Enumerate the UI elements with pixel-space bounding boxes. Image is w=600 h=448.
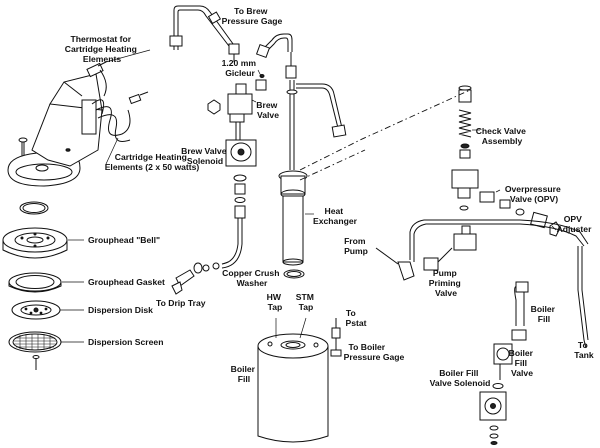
label-boiler-fill-solenoid: Boiler Fill Valve Solenoid	[430, 368, 491, 388]
label-to-drip-tray: To Drip Tray	[156, 298, 206, 308]
label-stm-tap: STM Tap	[296, 292, 317, 312]
label-boiler-fill-left: Boiler Fill	[231, 364, 258, 384]
brew-valve-assembly	[169, 5, 297, 295]
label-cartridge-heating: Cartridge Heating Elements (2 x 50 watts…	[105, 152, 200, 172]
label-pump-priming: Pump Priming Valve	[429, 268, 463, 298]
pump-priming-valve	[375, 219, 589, 349]
connector-lines	[299, 89, 471, 181]
label-grouphead-gasket: Grouphead Gasket	[88, 277, 165, 287]
label-boiler-fill-right: Boiler Fill	[531, 304, 558, 324]
label-to-pstat: To Pstat	[345, 308, 366, 328]
labels: Thermostat for Cartridge Heating Element…	[65, 6, 594, 388]
label-grouphead-bell: Grouphead "Bell"	[88, 235, 160, 245]
label-hw-tap: HW Tap	[267, 292, 284, 312]
label-check-valve: Check Valve Assembly	[476, 126, 529, 146]
label-to-brew-gage: To Brew Pressure Gage	[222, 6, 283, 26]
label-brew-solenoid: Brew Valve Solenoid	[181, 146, 229, 166]
label-copper-washer: Copper Crush Washer	[222, 268, 282, 288]
label-opv-adjuster: OPV Adjuster	[557, 214, 593, 234]
label-boiler-fill-valve: Boiler Fill Valve	[509, 348, 536, 378]
label-dispersion-screen: Dispersion Screen	[88, 337, 163, 347]
heat-exchanger	[278, 80, 347, 279]
label-gicleur: 1.20 mm Gicleur	[222, 58, 259, 78]
label-heat-exchanger: Heat Exchanger	[313, 206, 358, 226]
label-to-boiler-gage: To Boiler Pressure Gage	[344, 342, 405, 362]
check-valve-assembly	[451, 85, 479, 211]
label-to-tank: To Tank	[574, 340, 594, 360]
leader-lines	[60, 49, 557, 343]
grouphead-assembly	[2, 61, 149, 370]
label-brew-valve: Brew Valve	[256, 100, 279, 120]
label-dispersion-disk: Dispersion Disk	[88, 305, 153, 315]
label-thermostat: Thermostat for Cartridge Heating Element…	[65, 34, 140, 64]
label-from-pump: From Pump	[344, 236, 368, 256]
label-opv: Overpressure Valve (OPV)	[505, 184, 563, 204]
boiler	[257, 317, 342, 443]
boiler-fill-valve	[479, 281, 529, 445]
